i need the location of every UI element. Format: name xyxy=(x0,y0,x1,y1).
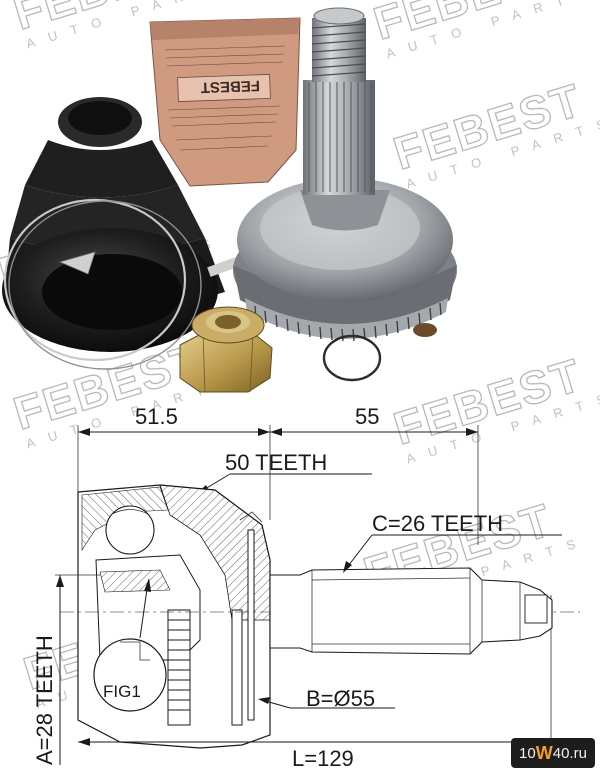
cv-boot xyxy=(2,97,239,370)
abs-teeth-label: 50 TEETH xyxy=(225,450,327,475)
dimension-line-left xyxy=(55,574,100,765)
fig1-label: FIG1 xyxy=(103,682,141,701)
badge-suffix: 40.ru xyxy=(552,744,587,762)
length-label: L=129 xyxy=(292,746,354,771)
shaft-teeth-label: C=26 TEETH xyxy=(372,511,503,536)
diameter-label: B=Ø55 xyxy=(306,686,375,711)
dimension-label-55: 55 xyxy=(355,404,379,429)
dimension-label-51-5: 51.5 xyxy=(135,404,178,429)
tube-brand-label: FEBEST xyxy=(200,77,260,96)
product-photo: FEBEST xyxy=(2,7,457,393)
dimension-line-top xyxy=(78,428,478,436)
shaft-section xyxy=(269,567,553,655)
technical-drawing: 51.5 55 50 TEETH xyxy=(32,404,580,771)
hub-nut xyxy=(179,306,273,393)
badge-prefix: 10 xyxy=(519,744,536,762)
fig1-detail: FIG1 xyxy=(93,578,167,712)
inner-teeth-label: A=28 TEETH xyxy=(32,635,57,765)
grease-tube: FEBEST xyxy=(149,17,301,187)
cv-joint-body xyxy=(233,7,457,382)
badge-accent: W xyxy=(535,742,553,763)
